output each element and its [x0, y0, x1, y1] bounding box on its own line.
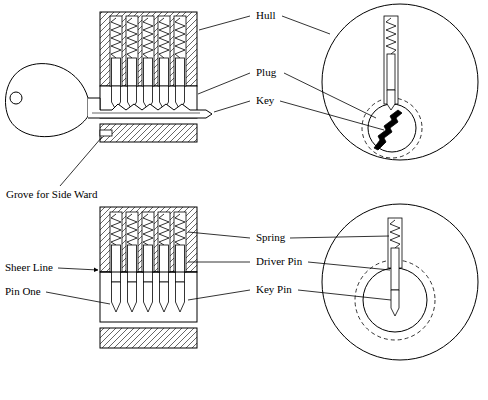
- bottom-section: [100, 207, 197, 348]
- part-label: Grove for Side Ward: [5, 188, 98, 201]
- key-drawing: [5, 64, 212, 137]
- leader-lines: [46, 232, 391, 304]
- part-label: Key Pin: [255, 283, 293, 296]
- part-label: Sheer Line: [4, 261, 54, 274]
- part-label: Plug: [255, 66, 277, 79]
- part-label: Pin One: [4, 285, 42, 298]
- bottom-front-view: [322, 204, 478, 360]
- top-section: [100, 12, 197, 142]
- part-label: Key: [255, 94, 275, 107]
- top-front-view: [322, 4, 478, 160]
- part-label: Hull: [255, 9, 277, 22]
- part-label: Spring: [255, 231, 286, 244]
- leader-lines: [60, 16, 384, 186]
- part-label: Driver Pin: [255, 255, 303, 268]
